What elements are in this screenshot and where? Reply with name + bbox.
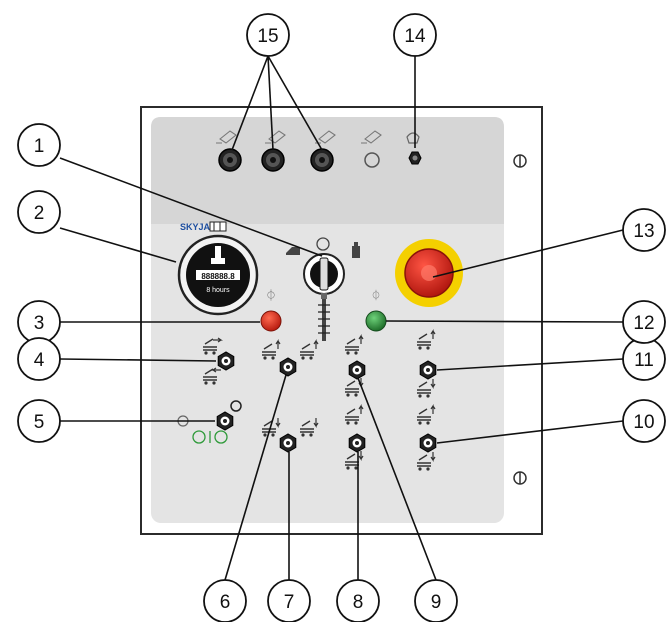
callout-label: 3 [34, 313, 45, 334]
leader-line [357, 377, 437, 581]
svg-text:888888.8: 888888.8 [201, 272, 235, 281]
lift-arrow-icon [345, 451, 364, 470]
lift-arrow-icon [203, 337, 223, 355]
callout-11: 11 [622, 337, 666, 381]
panel-top-band [151, 117, 504, 224]
toggle-switch-lift[interactable] [419, 360, 437, 380]
toggle-switch-jib[interactable] [348, 433, 366, 453]
svg-text:SKYJACK: SKYJACK [180, 222, 224, 232]
callout-13: 13 [622, 208, 666, 252]
toggle-switch-level[interactable] [419, 433, 437, 453]
power-icon [230, 400, 242, 412]
leader-line [432, 229, 624, 278]
callout-2: 2 [17, 190, 61, 234]
leader-line [224, 374, 287, 581]
lift-arrow-icon [361, 130, 382, 144]
callout-label: 13 [633, 221, 654, 242]
screw-icon [513, 154, 527, 168]
leader-line [59, 157, 323, 257]
callout-label: 10 [633, 412, 654, 433]
leader-line [436, 358, 624, 371]
svg-text:⏀: ⏀ [266, 288, 277, 302]
lift-arrow-icon [417, 452, 436, 471]
toggle-switch-mode[interactable] [216, 411, 234, 431]
leader-line [59, 358, 217, 362]
leader-line [267, 55, 274, 151]
lift-arrow-icon [286, 247, 300, 255]
lift-arrow-icon [417, 379, 436, 398]
callout-5: 5 [17, 399, 61, 443]
leader-line [59, 227, 177, 263]
leader-line [436, 420, 624, 444]
toggle-switch-drive[interactable] [217, 351, 235, 371]
lift-arrow-icon [345, 404, 364, 425]
callout-label: 14 [404, 26, 426, 47]
callout-label: 2 [34, 203, 45, 224]
lift-arrow-icon [300, 339, 319, 360]
callout-label: 4 [34, 350, 45, 371]
function-icon-green [177, 400, 242, 444]
toggle-switch-steer[interactable] [279, 357, 297, 377]
callout-10: 10 [622, 399, 666, 443]
fault-indicator-light: ⏀ [260, 288, 282, 332]
callout-label: 7 [284, 592, 295, 613]
callout-14: 14 [393, 13, 437, 57]
callout-6: 6 [203, 579, 247, 623]
callout-label: 5 [34, 412, 45, 433]
callout-label: 6 [220, 592, 231, 613]
screw-icon [513, 471, 527, 485]
callout-4: 4 [17, 337, 61, 381]
callout-label: 12 [633, 313, 654, 334]
callout-label: 8 [353, 592, 364, 613]
leader-line [385, 320, 624, 323]
lift-arrow-icon [216, 130, 237, 144]
callout-9: 9 [414, 579, 458, 623]
callout-15: 15 [246, 13, 290, 57]
toggle-switch-boom[interactable] [348, 360, 366, 380]
port-socket[interactable] [218, 148, 242, 172]
callout-label: 11 [634, 350, 654, 371]
callout-1: 1 [17, 123, 61, 167]
key-switch[interactable] [286, 237, 360, 341]
callout-label: 9 [431, 592, 442, 613]
callout-label: 1 [34, 136, 45, 157]
callout-12: 12 [622, 300, 666, 344]
lift-arrow-icon [203, 367, 221, 385]
toggle-switch-outrigger[interactable] [279, 433, 297, 453]
callout-8: 8 [336, 579, 380, 623]
callout-3: 3 [17, 300, 61, 344]
platform-icon [352, 242, 360, 258]
callout-7: 7 [267, 579, 311, 623]
lift-arrow-icon [417, 329, 436, 350]
lift-arrow-icon [345, 334, 364, 355]
lift-arrow-icon [300, 418, 319, 437]
circle-outline-icon [316, 237, 330, 251]
svg-text:⏀: ⏀ [371, 289, 381, 302]
leader-line [267, 55, 323, 151]
brand-logo: SKYJACK [180, 221, 227, 232]
svg-text:8 hours: 8 hours [206, 287, 230, 294]
leader-line [231, 55, 269, 151]
lift-arrow-icon [262, 339, 281, 360]
port-socket[interactable] [261, 148, 285, 172]
port-socket[interactable] [310, 148, 334, 172]
estop-button[interactable] [395, 239, 463, 307]
callout-label: 15 [257, 26, 278, 47]
lift-arrow-icon [417, 404, 436, 425]
circle-outline-icon [364, 152, 380, 168]
hour-meter: 888888.8 8 hours [177, 234, 259, 316]
